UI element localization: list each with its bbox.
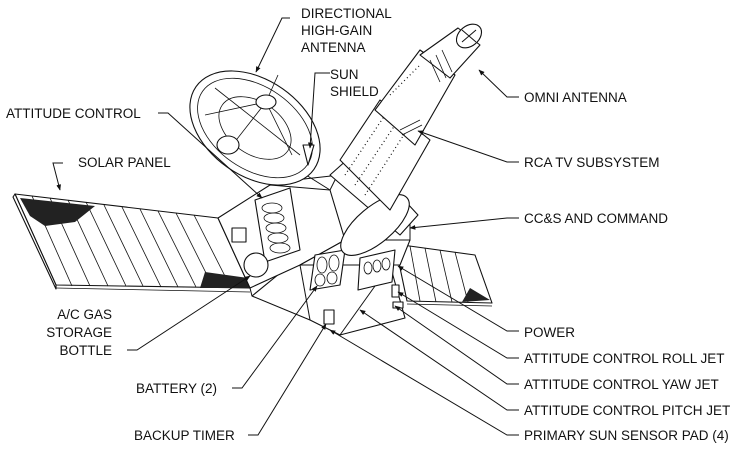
tv-subsystem-tower <box>329 23 483 256</box>
label-sun-shield-1: SUN <box>330 67 359 82</box>
label-ac-gas-2: STORAGE <box>46 325 112 340</box>
label-power: POWER <box>524 325 575 340</box>
label-ccs-command: CC&S AND COMMAND <box>524 211 668 226</box>
gas-bottle <box>243 252 269 278</box>
label-attitude-control: ATTITUDE CONTROL <box>6 106 141 121</box>
battery-module <box>309 249 346 291</box>
solar-cell-pattern <box>20 198 95 226</box>
label-battery: BATTERY (2) <box>136 381 217 396</box>
left-solar-panel <box>12 193 251 293</box>
label-ac-gas-3: BOTTLE <box>59 343 112 358</box>
label-backup-timer: BACKUP TIMER <box>134 428 235 443</box>
label-pitch-jet: ATTITUDE CONTROL PITCH JET <box>524 403 730 418</box>
label-directional-antenna-3: ANTENNA <box>301 40 366 55</box>
high-gain-dish <box>189 70 321 186</box>
leader-lines <box>52 17 519 436</box>
label-roll-jet: ATTITUDE CONTROL ROLL JET <box>524 351 725 366</box>
label-sun-shield-2: SHIELD <box>330 84 379 99</box>
label-omni-antenna: OMNI ANTENNA <box>524 90 627 105</box>
attitude-control-module <box>254 187 301 263</box>
right-solar-panel <box>394 243 493 307</box>
label-sun-sensor: PRIMARY SUN SENSOR PAD (4) <box>524 428 729 443</box>
backup-timer-box <box>323 309 335 325</box>
label-yaw-jet: ATTITUDE CONTROL YAW JET <box>524 377 719 392</box>
label-directional-antenna-2: HIGH-GAIN <box>301 23 372 38</box>
label-ac-gas-1: A/C GAS <box>57 307 112 322</box>
label-directional-antenna-1: DIRECTIONAL <box>301 6 392 21</box>
power-module <box>357 249 396 291</box>
label-solar-panel: SOLAR PANEL <box>78 155 171 170</box>
label-rca-tv: RCA TV SUBSYSTEM <box>524 155 660 170</box>
